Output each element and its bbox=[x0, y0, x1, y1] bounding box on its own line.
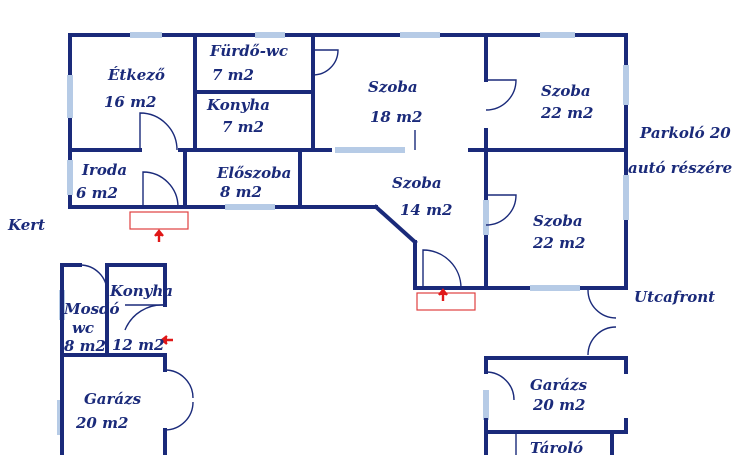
room-label-etkezo: Étkező 16 m2 bbox=[104, 66, 165, 111]
room-area: 16 m2 bbox=[104, 93, 156, 111]
room-label-szoba-14: Szoba 14 m2 bbox=[392, 174, 452, 219]
room-name: Garázs bbox=[84, 390, 142, 408]
room-name: Fürdő-wc bbox=[209, 42, 288, 60]
room-label-iroda: Iroda 6 m2 bbox=[76, 161, 127, 202]
room-label-szoba-22-top: Szoba 22 m2 bbox=[540, 82, 593, 122]
room-name: Garázs bbox=[530, 376, 588, 394]
room-name: Tároló bbox=[530, 439, 583, 455]
room-area: 8 m2 bbox=[64, 337, 106, 355]
room-area: 14 m2 bbox=[400, 201, 452, 219]
room-label-szoba-22-right: Szoba 22 m2 bbox=[532, 212, 585, 252]
room-label-konyha-small: Konyha 12 m2 bbox=[109, 282, 173, 354]
room-area: 7 m2 bbox=[212, 66, 254, 84]
label-utcafront: Utcafront bbox=[634, 288, 715, 306]
outbuilding-left-walls bbox=[60, 263, 167, 455]
room-name: Iroda bbox=[81, 161, 127, 179]
room-name: Szoba bbox=[533, 212, 583, 230]
outbuilding-left-doors bbox=[79, 264, 194, 431]
doors bbox=[139, 49, 617, 356]
room-area: 6 m2 bbox=[76, 184, 118, 202]
room-label-mosdo: Mosdó wc 8 m2 bbox=[63, 300, 120, 355]
label-parkolo-2: autó részére bbox=[628, 159, 732, 177]
room-name: Étkező bbox=[107, 66, 165, 84]
room-name: Szoba bbox=[392, 174, 442, 192]
room-area: 22 m2 bbox=[540, 104, 593, 122]
room-name: Szoba bbox=[541, 82, 591, 100]
room-area: 12 m2 bbox=[112, 336, 164, 354]
room-sub: wc bbox=[72, 319, 94, 337]
label-parkolo-1: Parkoló 20 bbox=[639, 124, 731, 142]
room-area: 8 m2 bbox=[220, 183, 262, 201]
label-kert: Kert bbox=[7, 216, 45, 234]
room-name: Konyha bbox=[109, 282, 173, 300]
windows bbox=[57, 32, 629, 435]
room-label-furdo: Fürdő-wc 7 m2 bbox=[209, 42, 288, 84]
room-area: 18 m2 bbox=[370, 108, 422, 126]
room-area: 7 m2 bbox=[222, 118, 264, 136]
outbuilding-right-walls bbox=[484, 356, 628, 455]
outbuilding-right-doors bbox=[485, 371, 517, 455]
room-label-garazs-left: Garázs 20 m2 bbox=[75, 390, 142, 432]
room-name: Konyha bbox=[206, 96, 270, 114]
room-label-tarolo: Tároló bbox=[530, 439, 583, 455]
room-label-konyha-main: Konyha 7 m2 bbox=[206, 96, 270, 136]
entrance-arrows bbox=[154, 229, 448, 345]
room-label-garazs-right: Garázs 20 m2 bbox=[530, 376, 588, 414]
room-area: 20 m2 bbox=[532, 396, 585, 414]
room-area: 22 m2 bbox=[532, 234, 585, 252]
room-name: Szoba bbox=[368, 78, 418, 96]
room-area: 20 m2 bbox=[75, 414, 128, 432]
room-label-eloszoba: Előszoba 8 m2 bbox=[216, 164, 291, 201]
room-name: Előszoba bbox=[216, 164, 291, 182]
room-label-szoba-18: Szoba 18 m2 bbox=[368, 78, 422, 126]
room-name: Mosdó bbox=[63, 300, 120, 318]
